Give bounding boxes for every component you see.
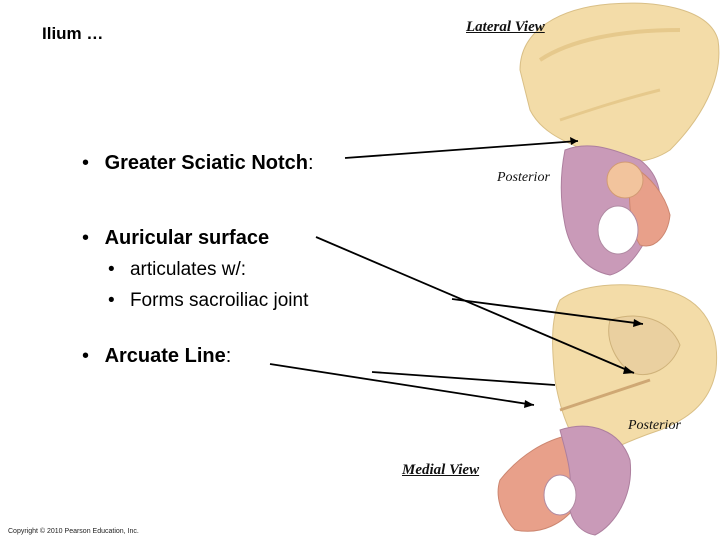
medial-view-label: Medial View [402,462,480,478]
leader-arcuate-1 [269,363,535,406]
lateral-view-label: Lateral View [466,19,545,35]
bullet-arcuate-line: Arcuate Line: [82,345,232,368]
medial-obturator-foramen [543,474,577,516]
leader-auricular [315,236,635,374]
posterior-label-top: Posterior [497,170,550,185]
sacroiliac-label: Forms sacroiliac joint [129,290,309,311]
arcuate-colon: : [225,345,232,367]
lateral-obturator-foramen [597,205,639,255]
arrowhead [623,366,634,374]
arrowhead [633,319,643,327]
copyright-text: Copyright © 2010 Pearson Education, Inc. [8,528,139,535]
sub-bullet-sacroiliac: Forms sacroiliac joint [108,290,308,312]
notch-label: Greater Sciatic Notch [104,152,308,174]
acetabulum [606,161,644,199]
bullet-auricular-surface: Auricular surface [82,227,270,250]
leader-arcuate-2 [371,371,556,386]
leader-sacroiliac [451,298,644,325]
articulates-label: articulates w/: [129,259,247,280]
arrowhead [570,137,578,145]
medial-ischium [559,425,632,536]
posterior-label-bottom: Posterior [628,418,681,433]
auricular-label: Auricular surface [104,227,270,249]
arcuate-line [559,378,651,412]
sub-bullet-articulates: articulates w/: [108,259,246,281]
bullet-greater-sciatic-notch: Greater Sciatic Notch: [82,152,314,175]
arrowhead [524,400,534,408]
slide-title: Ilium … [42,24,104,43]
notch-colon: : [308,152,314,174]
leader-notch [344,140,579,159]
lateral-ilium [519,2,720,163]
arcuate-label: Arcuate Line [104,345,226,367]
auricular-surface [608,315,681,375]
